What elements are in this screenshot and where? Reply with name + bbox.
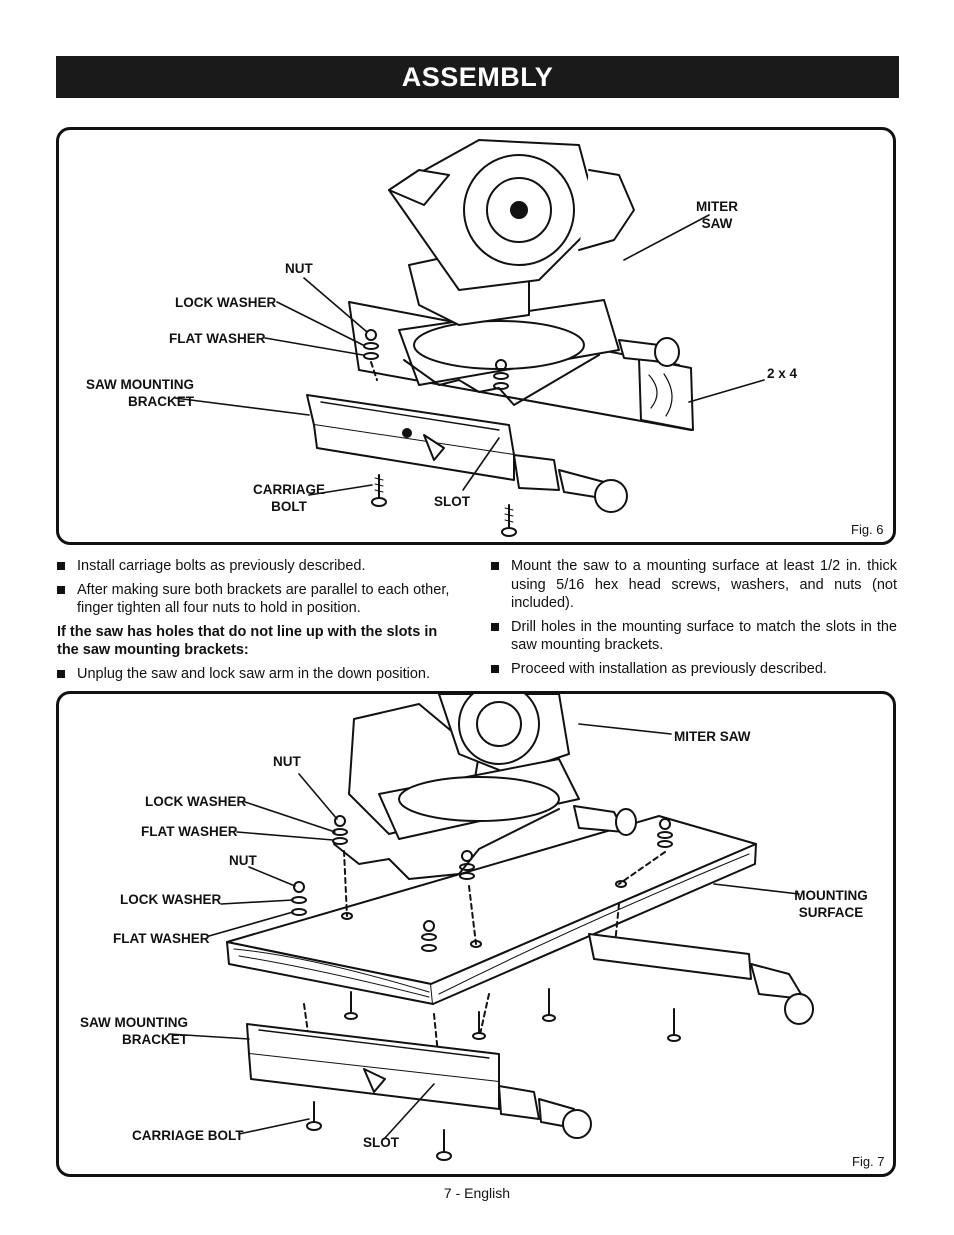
fig6-label-slot: SLOT	[434, 494, 470, 509]
fig7-label-carriage-bolt: CARRIAGE BOLT	[132, 1128, 244, 1143]
page-footer: 7 - English	[443, 1185, 511, 1201]
fig7-label-lock-washer-upper: LOCK WASHER	[145, 794, 247, 809]
figure-7: MITER SAW NUT LOCK WASHER FLAT WASHER NU…	[56, 691, 896, 1177]
instruction-item: Unplug the saw and lock saw arm in the d…	[57, 665, 463, 684]
instructions-left: Install carriage bolts as previously des…	[57, 557, 463, 688]
fig6-label-carriage-bolt: CARRIAGE BOLT	[252, 482, 325, 514]
instruction-note: If the saw has holes that do not line up…	[57, 623, 438, 659]
instruction-item: Install carriage bolts as previously des…	[57, 557, 463, 576]
fig6-label-miter-saw: MITER SAW	[696, 199, 738, 231]
fig7-label-saw-mounting-bracket: SAW MOUNTING BRACKET	[80, 1015, 188, 1047]
fig7-label-flat-washer-upper: FLAT WASHER	[141, 824, 238, 839]
fig6-label-flat-washer: FLAT WASHER	[169, 331, 266, 346]
fig7-label-flat-washer-lower: FLAT WASHER	[113, 931, 210, 946]
instruction-item: After making sure both brackets are para…	[57, 581, 463, 618]
fig7-label-miter-saw: MITER SAW	[674, 729, 751, 744]
fig6-label-lock-washer: LOCK WASHER	[175, 295, 277, 310]
fig7-illustration	[168, 694, 814, 1161]
fig6-label-saw-mounting-bracket: SAW MOUNTING BRACKET	[86, 377, 194, 409]
instructions-right: Mount the saw to a mounting surface at l…	[491, 557, 897, 683]
fig7-label-nut-lower: NUT	[229, 853, 257, 868]
fig7-number: Fig. 7	[852, 1154, 885, 1169]
instruction-item: Proceed with installation as previously …	[491, 660, 897, 679]
fig7-label-lock-washer-lower: LOCK WASHER	[120, 892, 222, 907]
fig7-label-nut-upper: NUT	[273, 754, 301, 769]
instruction-item: Mount the saw to a mounting surface at l…	[491, 557, 897, 613]
page-title: ASSEMBLY	[56, 56, 899, 98]
figure-6: NUT LOCK WASHER FLAT WASHER SAW MOUNTING…	[56, 127, 896, 545]
fig7-label-slot: SLOT	[363, 1135, 399, 1150]
fig6-label-2x4: 2 x 4	[767, 366, 798, 381]
fig7-label-mounting-surface: MOUNTING SURFACE	[794, 888, 868, 920]
fig6-label-nut: NUT	[285, 261, 313, 276]
fig6-number: Fig. 6	[851, 522, 884, 537]
fig6-illustration	[174, 139, 765, 537]
instruction-item: Drill holes in the mounting surface to m…	[491, 618, 897, 655]
